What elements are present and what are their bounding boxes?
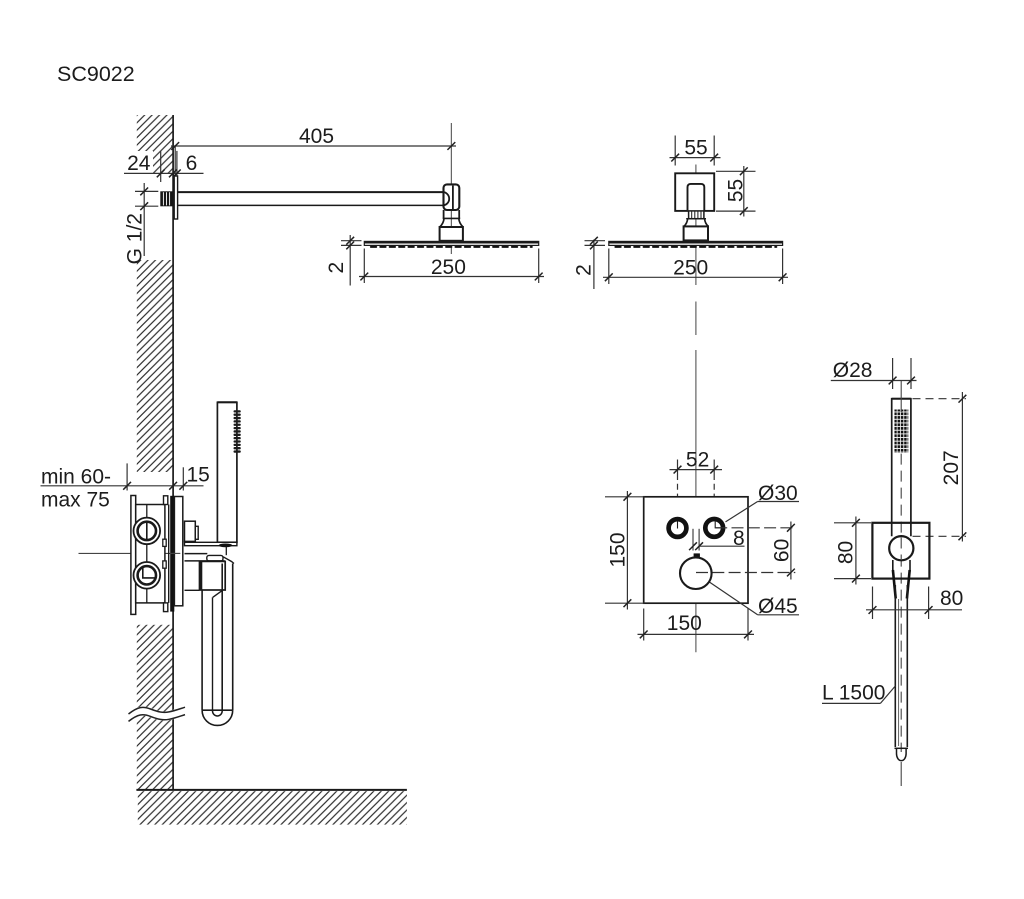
svg-text:250: 250 [431,256,466,279]
svg-text:250: 250 [673,257,708,280]
svg-text:80: 80 [835,541,858,564]
svg-text:150: 150 [667,612,702,635]
svg-text:52: 52 [686,449,709,472]
svg-text:15: 15 [187,464,210,487]
svg-text:55: 55 [725,179,748,202]
svg-text:80: 80 [940,587,963,610]
svg-text:2: 2 [573,264,596,276]
svg-text:Ø45: Ø45 [758,595,798,618]
svg-text:Ø28: Ø28 [833,359,873,382]
svg-text:150: 150 [607,532,630,567]
svg-text:max 75: max 75 [41,489,110,512]
svg-text:2: 2 [325,262,348,274]
svg-text:207: 207 [940,450,963,485]
svg-text:Ø30: Ø30 [758,482,798,505]
svg-text:G 1/2: G 1/2 [124,213,147,264]
svg-text:55: 55 [684,137,707,160]
svg-text:SC9022: SC9022 [57,62,135,86]
svg-text:8: 8 [733,527,745,550]
svg-text:min 60-: min 60- [41,465,111,488]
svg-text:24: 24 [127,152,151,175]
svg-text:60: 60 [770,539,793,562]
svg-text:L 1500: L 1500 [822,682,885,705]
svg-text:6: 6 [186,152,198,175]
svg-text:405: 405 [299,125,334,148]
